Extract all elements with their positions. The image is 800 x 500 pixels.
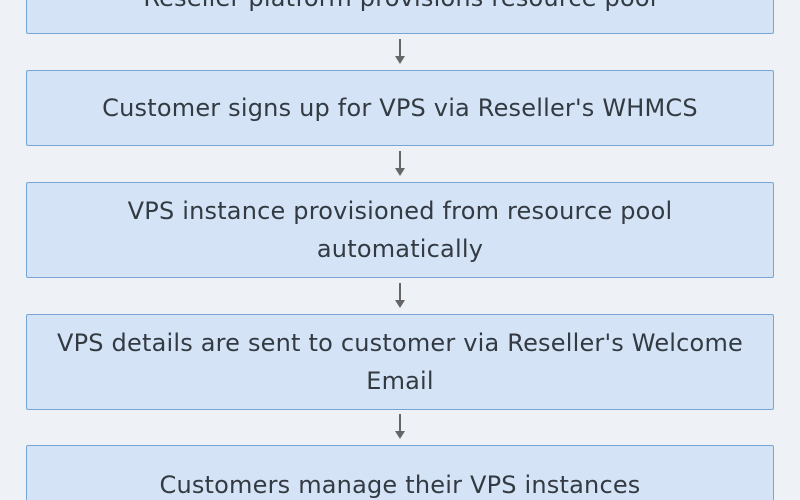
flow-arrow-2 <box>392 150 408 178</box>
flow-arrow-1 <box>392 38 408 66</box>
arrow-down-icon <box>395 39 405 64</box>
flow-step-3-label: VPS instance provisioned from resource p… <box>127 197 673 263</box>
flow-step-2-label: Customer signs up for VPS via Reseller's… <box>102 94 698 122</box>
arrow-down-icon <box>395 414 405 439</box>
flow-step-5: Customers manage their VPS instances <box>26 445 774 500</box>
flow-arrow-3 <box>392 282 408 310</box>
flow-step-3: VPS instance provisioned from resource p… <box>26 182 774 278</box>
flow-step-4: VPS details are sent to customer via Res… <box>26 314 774 410</box>
flow-step-1-label: Reseller platform provisions resource po… <box>143 0 656 17</box>
arrow-down-icon <box>395 151 405 176</box>
arrow-down-icon <box>395 283 405 308</box>
flow-step-1: Reseller platform provisions resource po… <box>26 0 774 34</box>
flow-step-4-label: VPS details are sent to customer via Res… <box>57 329 743 395</box>
flow-step-5-label: Customers manage their VPS instances <box>159 471 641 499</box>
flow-step-2: Customer signs up for VPS via Reseller's… <box>26 70 774 146</box>
flow-arrow-4 <box>392 413 408 441</box>
